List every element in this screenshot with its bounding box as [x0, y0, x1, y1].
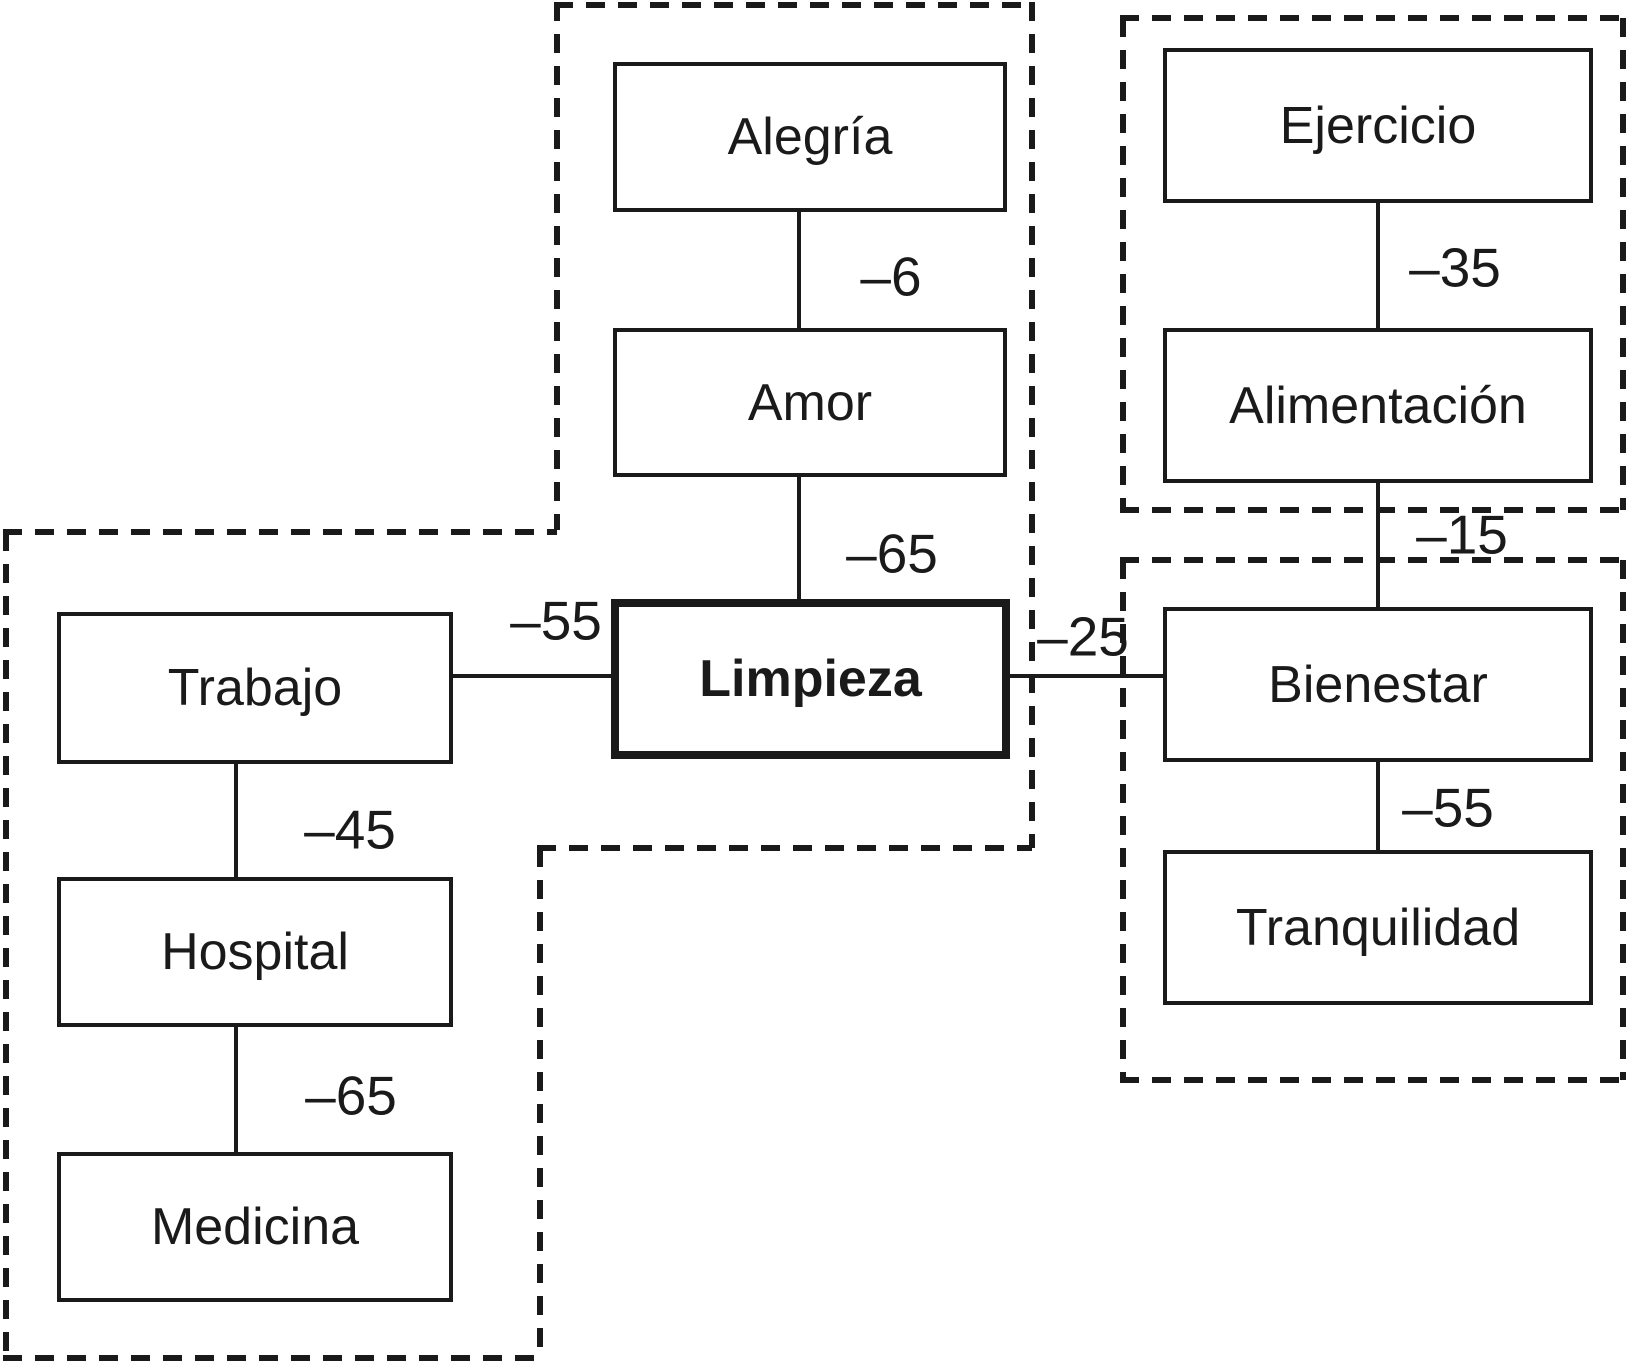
- edge-weight-ejercicio-alimentacion: –35: [1409, 236, 1501, 299]
- node-alegria: Alegría: [613, 62, 1007, 212]
- node-alimentacion: Alimentación: [1163, 328, 1593, 483]
- edge-weight-alegria-amor: –6: [860, 245, 922, 308]
- edge-weight-hospital-medicina: –65: [305, 1064, 397, 1127]
- node-amor: Amor: [613, 328, 1007, 477]
- edge-weight-alimentacion-bienestar: –15: [1416, 503, 1508, 566]
- node-trabajo: Trabajo: [57, 612, 453, 764]
- edge-weight-trabajo-hospital: –45: [304, 798, 396, 861]
- edge-weight-trabajo-limpieza: –55: [510, 589, 602, 652]
- node-ejercicio: Ejercicio: [1163, 48, 1593, 203]
- node-medicina: Medicina: [57, 1152, 453, 1302]
- node-bienestar: Bienestar: [1163, 607, 1593, 762]
- edge-weight-amor-limpieza: –65: [846, 522, 938, 585]
- edge-weight-limpieza-bienestar: –25: [1037, 605, 1129, 668]
- edge-weight-bienestar-tranquilidad: –55: [1402, 776, 1494, 839]
- node-tranquilidad: Tranquilidad: [1163, 850, 1593, 1005]
- node-hospital: Hospital: [57, 877, 453, 1027]
- node-limpieza: Limpieza: [611, 599, 1010, 759]
